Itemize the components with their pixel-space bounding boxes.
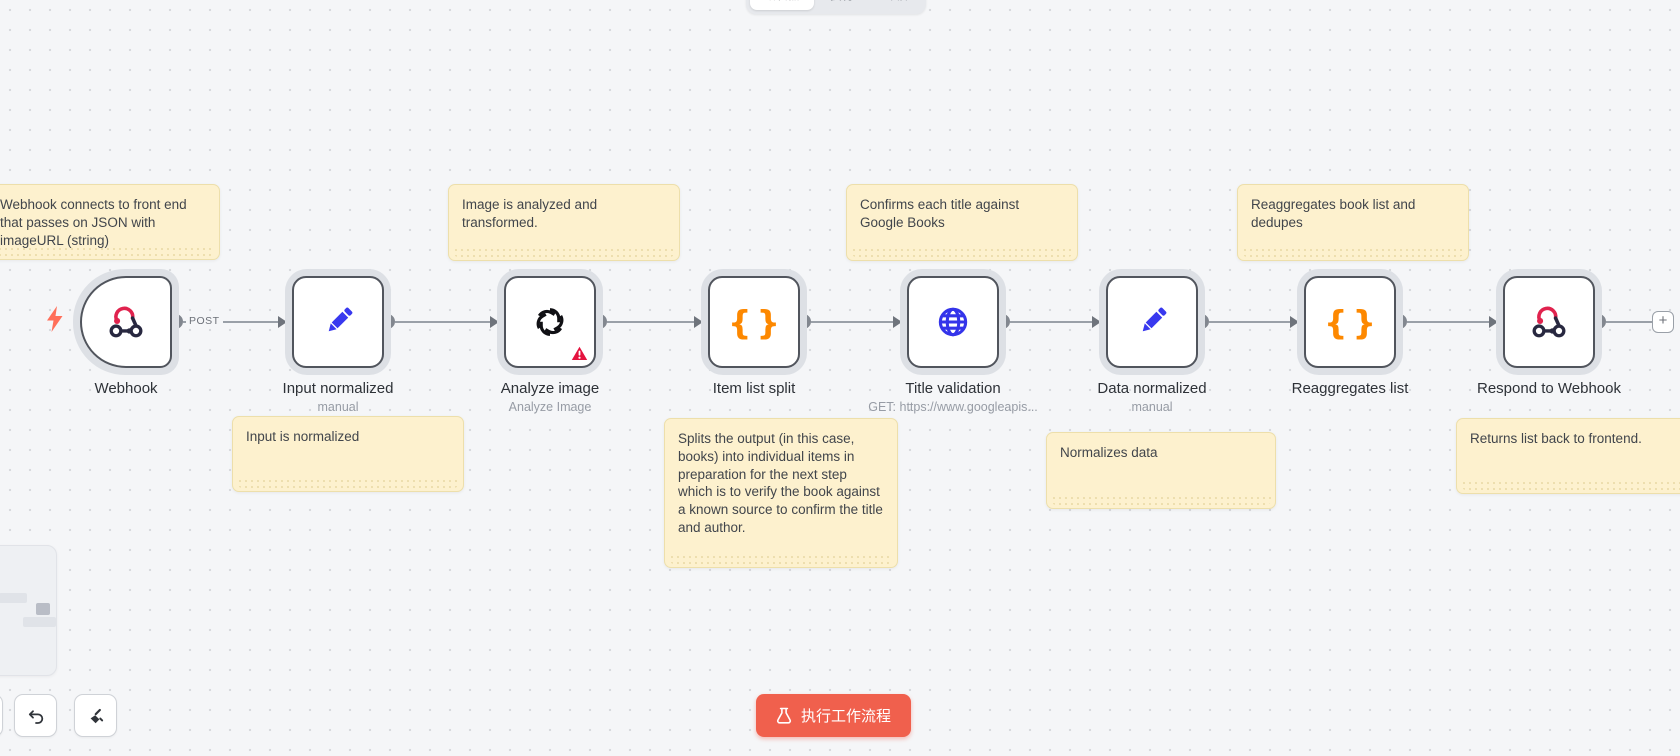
sticky-text: Reaggregates book list and dedupes [1251,197,1416,230]
braces-icon: {} [728,302,785,342]
post-method-label: POST [186,315,223,327]
webhook-icon [109,306,143,338]
node-webhook[interactable]: Webhook [73,269,179,397]
webhook-icon [1532,306,1566,338]
node-subtitle: manual [317,400,359,414]
undo-button[interactable] [14,694,57,737]
minimap-node [0,593,27,603]
sticky-text: Input is normalized [246,429,360,444]
node-analyze-image[interactable]: Analyze image Analyze Image [497,269,603,414]
edge-button[interactable] [0,694,3,737]
node-label: Input normalized [282,380,394,397]
node-reaggregates-list[interactable]: {} Reaggregates list [1292,269,1408,397]
sticky-text: Returns list back to frontend. [1470,431,1642,446]
node-subtitle: GET: https://www.googleapis... [868,400,1038,414]
sticky-note-returns[interactable]: Returns list back to frontend. [1456,418,1680,494]
connection-line [1606,321,1652,323]
connection-line [1407,321,1489,323]
sticky-note-normalize[interactable]: Normalizes data [1046,432,1276,509]
canvas-minimap[interactable] [0,545,57,676]
tab-editor[interactable]: 编辑器 [750,0,815,10]
openai-icon [536,308,564,336]
sticky-note-titles[interactable]: Confirms each title against Google Books [846,184,1078,261]
node-label: Webhook [94,380,158,397]
connection-line [811,321,893,323]
minimap-node [36,603,50,615]
node-label: Item list split [712,380,796,397]
node-label: Analyze image [500,380,600,397]
sticky-text: Confirms each title against Google Books [860,197,1020,230]
undo-icon [28,709,43,724]
node-subtitle: Analyze Image [508,400,592,414]
sticky-text: Image is analyzed and transformed. [462,197,598,230]
minimap-node [23,617,56,627]
editor-tabbar: 编辑器 执行 评估 [746,0,927,14]
node-data-normalized[interactable]: Data normalized manual [1097,269,1207,414]
globe-icon [938,307,968,337]
sticky-text: Splits the output (in this case, books) … [678,431,883,536]
sticky-text: Normalizes data [1060,445,1158,460]
node-respond-to-webhook[interactable]: Respond to Webhook [1477,269,1621,397]
connection-line [395,321,490,323]
node-label: Title validation [905,380,1001,397]
broom-icon [90,708,103,723]
trigger-bolt-icon [47,306,63,332]
sticky-note-image[interactable]: Image is analyzed and transformed. [448,184,680,261]
warning-icon[interactable] [571,346,588,361]
node-input-normalized[interactable]: Input normalized manual [283,269,393,414]
sticky-note-split[interactable]: Splits the output (in this case, books) … [664,418,898,568]
sticky-note-webhook[interactable]: Webhook connects to front end that passe… [0,184,220,260]
tidy-up-button[interactable] [74,694,117,737]
node-item-list-split[interactable]: {} Item list split [701,269,807,397]
sticky-text: Webhook connects to front end that passe… [0,197,187,248]
sticky-note-reaggregate[interactable]: Reaggregates book list and dedupes [1237,184,1469,261]
connection-line [183,321,279,323]
node-title-validation[interactable]: Title validation GET: https://www.google… [868,269,1038,414]
connection-line [1010,321,1092,323]
node-label: Data normalized [1097,380,1207,397]
node-label: Reaggregates list [1291,380,1409,397]
edit-pencil-icon [328,307,353,332]
node-label: Respond to Webhook [1477,380,1621,397]
execute-workflow-button[interactable]: 执行工作流程 [756,694,912,737]
connection-line [607,321,694,323]
edit-pencil-icon [1142,307,1167,332]
connection-line [1209,321,1290,323]
add-node-button[interactable]: + [1652,311,1674,333]
sticky-note-input[interactable]: Input is normalized [232,416,464,492]
braces-icon: {} [1324,302,1381,342]
node-subtitle: manual [1131,400,1173,414]
flask-icon [776,707,792,724]
tab-evaluations[interactable]: 评估 [870,0,922,10]
execute-workflow-label: 执行工作流程 [801,708,892,725]
tab-executions[interactable]: 执行 [816,0,868,10]
